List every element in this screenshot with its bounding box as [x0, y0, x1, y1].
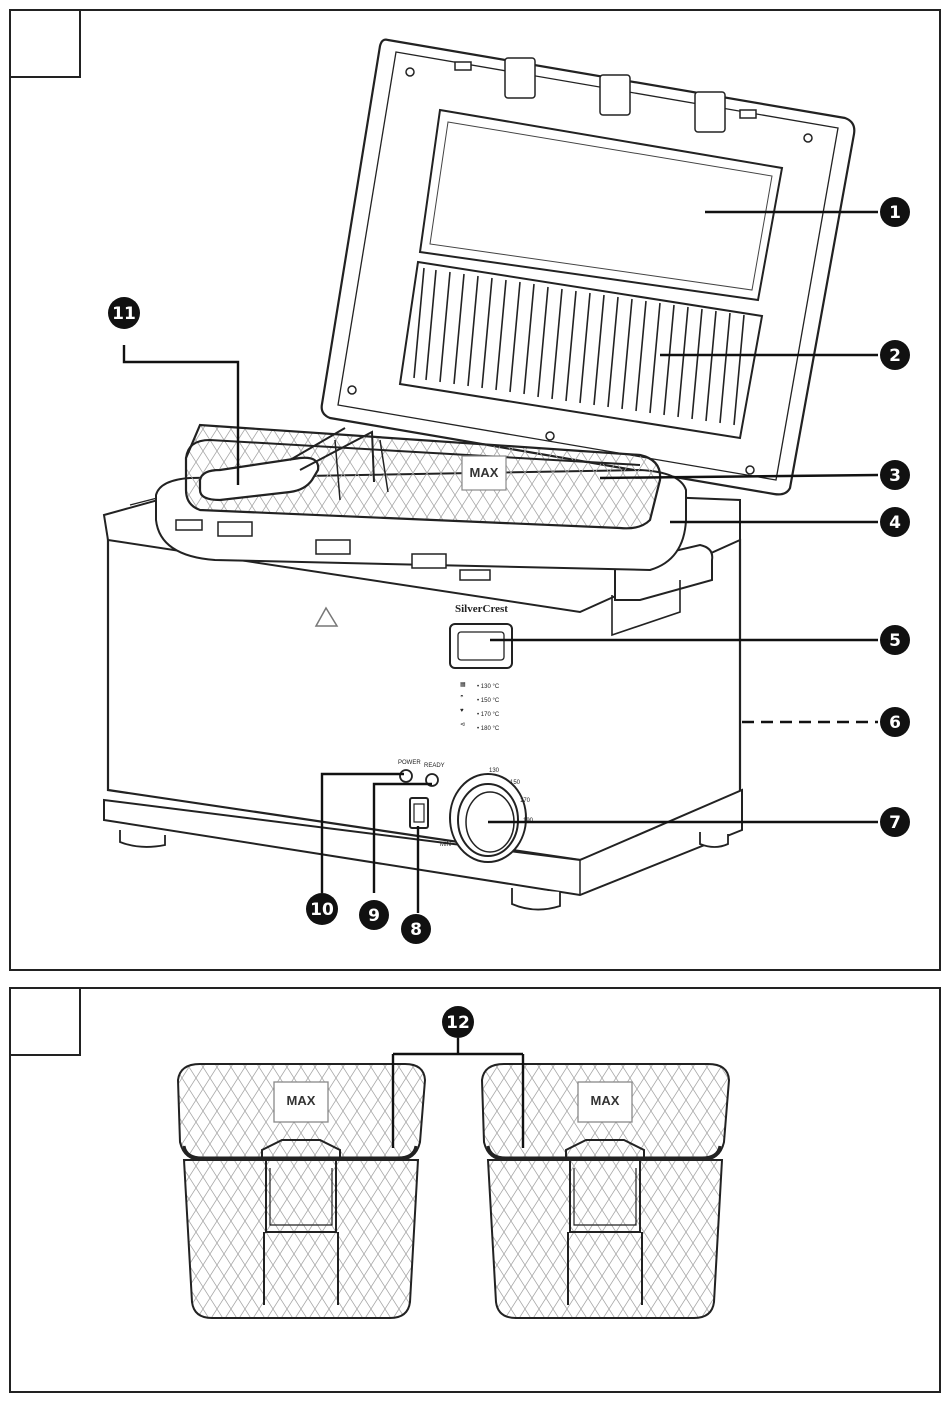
chicken-icon: ♥ — [460, 708, 464, 714]
oil-window — [450, 624, 512, 668]
panel-2-tab — [10, 988, 80, 1055]
panel-2-frame — [10, 988, 940, 1392]
svg-text:4: 4 — [889, 513, 901, 533]
fries-icon: ▦ — [460, 682, 466, 688]
temp-row-4: • 180 °C — [477, 726, 500, 732]
max-mark-right: MAX — [591, 1093, 620, 1108]
callout-12: 12 — [442, 1006, 474, 1038]
svg-text:8: 8 — [410, 920, 422, 940]
dial-mark-1: 130 — [489, 768, 500, 774]
callout-7: 7 — [880, 807, 910, 837]
callout-9: 9 — [359, 900, 389, 930]
callout-3: 3 — [880, 460, 910, 490]
callout-11: 11 — [108, 297, 140, 329]
fish-icon: ⊲ — [460, 722, 465, 728]
basket-left: MAX — [178, 1064, 425, 1318]
panel-2 — [10, 988, 940, 1392]
temp-row-2: • 150 °C — [477, 698, 500, 704]
svg-text:7: 7 — [889, 813, 901, 833]
dial-min-label: MIN — [440, 842, 451, 848]
max-mark: MAX — [470, 465, 499, 480]
panel-1-tab — [10, 10, 80, 77]
power-lamp — [400, 770, 412, 782]
svg-text:5: 5 — [889, 631, 901, 651]
temp-row-3: • 170 °C — [477, 712, 500, 718]
callout-4: 4 — [880, 507, 910, 537]
basket-right: MAX — [482, 1064, 729, 1318]
svg-text:1: 1 — [889, 203, 901, 223]
svg-text:6: 6 — [889, 713, 901, 733]
brand-logo: SilverCrest — [455, 603, 508, 615]
callout-1: 1 — [880, 197, 910, 227]
thermostat-dial[interactable] — [450, 774, 526, 862]
svg-text:12: 12 — [446, 1013, 470, 1033]
callout-6: 6 — [880, 707, 910, 737]
callout-5: 5 — [880, 625, 910, 655]
callout-10: 10 — [306, 893, 338, 925]
power-label: POWER — [398, 760, 421, 766]
dial-mark-3: 170 — [520, 798, 531, 804]
pastry-icon: ◓ — [460, 694, 464, 700]
svg-text:2: 2 — [889, 346, 901, 366]
svg-text:3: 3 — [889, 466, 901, 486]
svg-text:10: 10 — [310, 900, 334, 920]
temp-row-1: • 130 °C — [477, 684, 500, 690]
lid — [322, 40, 855, 495]
svg-text:11: 11 — [112, 304, 136, 324]
callout-2: 2 — [880, 340, 910, 370]
max-mark-left: MAX — [287, 1093, 316, 1108]
ready-label: READY — [424, 763, 445, 769]
svg-text:9: 9 — [368, 906, 380, 926]
callout-8: 8 — [401, 914, 431, 944]
dial-mark-2: 150 — [510, 780, 521, 786]
